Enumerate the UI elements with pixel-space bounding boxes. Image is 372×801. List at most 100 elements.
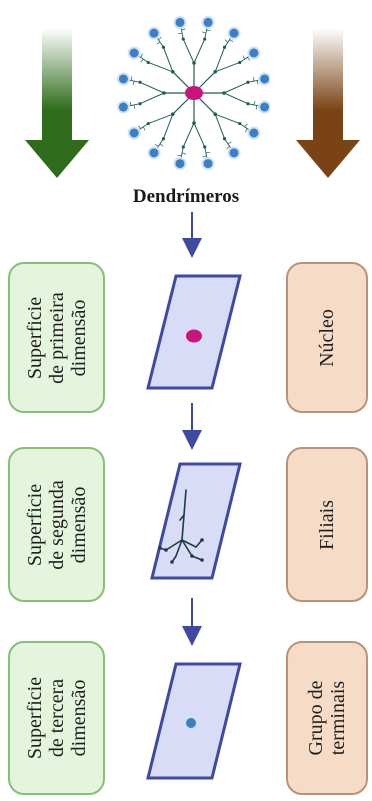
terminal-group bbox=[227, 146, 241, 160]
branch-node bbox=[213, 112, 218, 117]
branch-icon bbox=[158, 489, 204, 564]
branch-node bbox=[170, 560, 174, 564]
branch-twig bbox=[154, 144, 159, 147]
diagram-title: Dendrímeros bbox=[132, 186, 240, 207]
terminal-group bbox=[201, 157, 215, 171]
branch-segment bbox=[183, 489, 187, 516]
branch-line bbox=[139, 81, 165, 94]
branch-line bbox=[162, 114, 174, 139]
branch-twig bbox=[242, 55, 245, 60]
box-branches: Filiais bbox=[286, 447, 368, 602]
branch-line bbox=[182, 122, 195, 148]
core-dot bbox=[186, 329, 202, 343]
branch-twig bbox=[244, 123, 248, 128]
branch-twig bbox=[159, 143, 164, 147]
branch-line bbox=[182, 38, 195, 64]
branch-node bbox=[190, 554, 194, 558]
dendrimer-molecule-illustration bbox=[116, 15, 270, 171]
branch-node bbox=[246, 80, 250, 84]
branch-node bbox=[158, 546, 162, 550]
terminal-group bbox=[116, 100, 130, 114]
box-third-dimension-surface: Superficie de tercera dimensão bbox=[8, 641, 105, 795]
branch-segment bbox=[181, 539, 193, 557]
branch-segment bbox=[181, 514, 185, 541]
terminal-group bbox=[173, 157, 187, 171]
branch-twig bbox=[140, 53, 143, 58]
branch-twig bbox=[137, 125, 142, 129]
box-second-dimension-surface: Superficie de segunda dimensão bbox=[8, 447, 105, 602]
box-label: Grupo de terminais bbox=[305, 680, 349, 756]
branch-twig bbox=[132, 80, 135, 85]
green-down-arrow bbox=[25, 28, 89, 178]
terminal-dot bbox=[184, 716, 198, 730]
terminal-group bbox=[247, 46, 261, 60]
branch-node bbox=[246, 102, 250, 106]
branch-node bbox=[200, 538, 204, 542]
branch-line bbox=[215, 113, 240, 125]
box-label: Superficie de primeira dimensão bbox=[23, 291, 90, 384]
branch-line bbox=[223, 81, 249, 94]
box-terminal-groups: Grupo de terminais bbox=[286, 641, 368, 795]
branch-twig bbox=[246, 57, 251, 61]
branch-twig bbox=[202, 31, 207, 34]
branch-line bbox=[215, 61, 240, 73]
terminal-group bbox=[116, 72, 130, 86]
branch-segment bbox=[179, 514, 185, 521]
terminal-group bbox=[247, 126, 261, 140]
branch-twig bbox=[129, 101, 132, 106]
brown-down-arrow bbox=[296, 28, 360, 178]
plane-second-dimension bbox=[150, 462, 242, 580]
branch-line bbox=[223, 92, 249, 105]
branch-twig bbox=[156, 42, 161, 45]
terminal-group bbox=[201, 15, 215, 29]
terminal-group bbox=[127, 126, 141, 140]
branch-line bbox=[162, 47, 174, 72]
dendrimer-core bbox=[185, 86, 203, 100]
box-first-dimension-surface: Superficie de primeira dimensão bbox=[8, 262, 105, 413]
branch-twig bbox=[181, 152, 186, 155]
branch-segment bbox=[175, 539, 183, 557]
branch-twig bbox=[229, 39, 234, 42]
branch-twig bbox=[143, 126, 146, 131]
branch-line bbox=[214, 114, 226, 139]
branch-twig bbox=[245, 128, 248, 133]
branch-twig bbox=[181, 28, 186, 31]
branch-node bbox=[203, 145, 207, 149]
terminal-group bbox=[147, 26, 161, 40]
terminal-group bbox=[258, 72, 270, 86]
branch-node bbox=[181, 145, 185, 149]
branch-line bbox=[193, 122, 206, 148]
box-label: Núcleo bbox=[316, 308, 338, 367]
branch-node bbox=[170, 112, 175, 117]
branch-twig bbox=[253, 101, 256, 106]
branch-segment bbox=[165, 539, 183, 551]
box-label: Superficie de tercera dimensão bbox=[23, 676, 90, 760]
branch-node bbox=[164, 548, 168, 552]
branch-twig bbox=[158, 36, 162, 41]
direction-arrows bbox=[25, 28, 360, 178]
terminal-group bbox=[147, 146, 161, 160]
branch-node bbox=[200, 558, 204, 562]
branch-twig bbox=[224, 39, 229, 43]
branch-line bbox=[139, 92, 165, 105]
branch-line bbox=[193, 38, 206, 64]
terminal-group bbox=[127, 46, 141, 60]
branch-node bbox=[138, 80, 142, 84]
branch-line bbox=[214, 47, 226, 72]
terminal-group bbox=[258, 100, 270, 114]
box-label: Superficie de segunda dimensão bbox=[23, 479, 90, 570]
branch-node bbox=[138, 102, 142, 106]
branch-twig bbox=[202, 155, 207, 158]
branch-twig bbox=[227, 141, 232, 144]
branch-twig bbox=[256, 80, 259, 85]
branch-line bbox=[148, 113, 173, 125]
terminal-group bbox=[173, 15, 187, 29]
branch-segment bbox=[181, 539, 197, 548]
branch-twig bbox=[226, 145, 230, 150]
box-label: Filiais bbox=[316, 499, 338, 550]
box-core: Núcleo bbox=[286, 262, 368, 413]
branch-line bbox=[148, 61, 173, 73]
branch-twig bbox=[140, 58, 144, 63]
terminal-group bbox=[227, 26, 241, 40]
